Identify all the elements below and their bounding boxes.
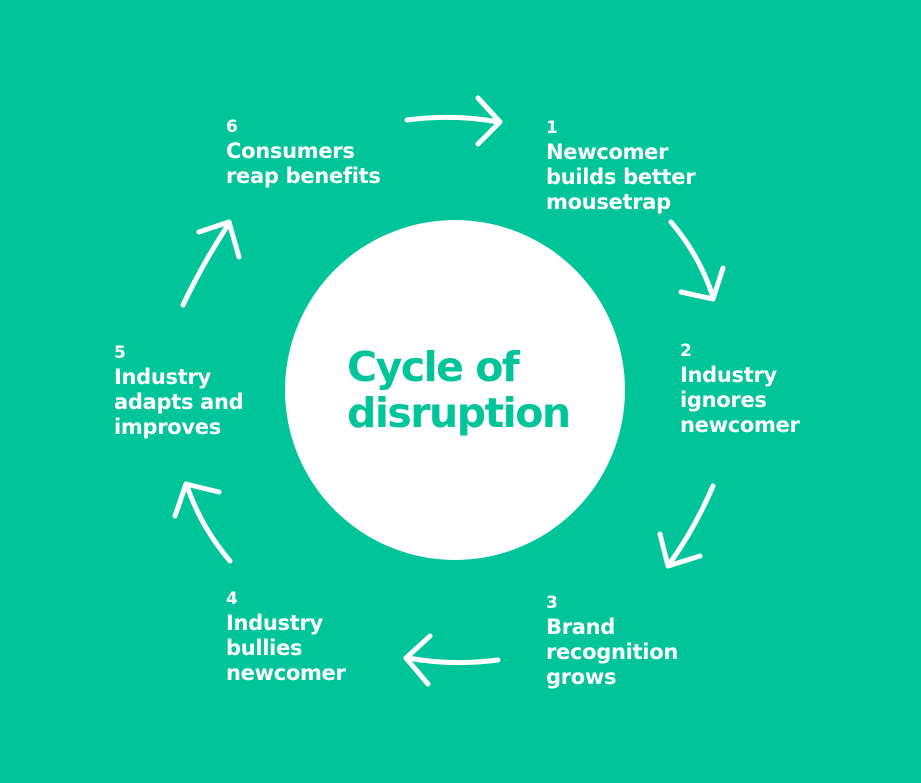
diagram-title: Cycle of disruption <box>347 344 597 436</box>
arrow-6-to-1-icon <box>404 95 503 147</box>
step-number: 2 <box>680 341 692 361</box>
step-number: 3 <box>546 593 558 613</box>
step-label: Brand recognition grows <box>546 615 678 689</box>
step-label: Industry bullies newcomer <box>226 611 346 685</box>
step-4: 4 Industry bullies newcomer <box>226 587 346 686</box>
step-number: 5 <box>114 343 126 363</box>
step-label: Industry adapts and improves <box>114 365 244 439</box>
arrow-1-to-2-icon <box>668 219 726 302</box>
step-2: 2 Industry ignores newcomer <box>680 339 800 438</box>
step-1: 1 Newcomer builds better mousetrap <box>546 116 696 215</box>
step-label: Newcomer builds better mousetrap <box>546 140 696 214</box>
arrow-3-to-4-icon <box>403 633 501 687</box>
step-number: 1 <box>546 118 558 138</box>
step-number: 4 <box>226 589 238 609</box>
step-number: 6 <box>226 117 238 137</box>
step-6: 6 Consumers reap benefits <box>226 115 381 189</box>
step-label: Consumers reap benefits <box>226 139 381 188</box>
arrow-4-to-5-icon <box>172 481 233 564</box>
arrow-5-to-6-icon <box>180 219 242 308</box>
diagram-title-line-1: Cycle of <box>347 343 520 391</box>
center-circle <box>285 220 625 560</box>
arrow-2-to-3-icon <box>657 483 716 569</box>
diagram-title-line-2: disruption <box>347 389 571 437</box>
step-3: 3 Brand recognition grows <box>546 591 678 690</box>
step-label: Industry ignores newcomer <box>680 363 800 437</box>
step-5: 5 Industry adapts and improves <box>114 341 244 440</box>
